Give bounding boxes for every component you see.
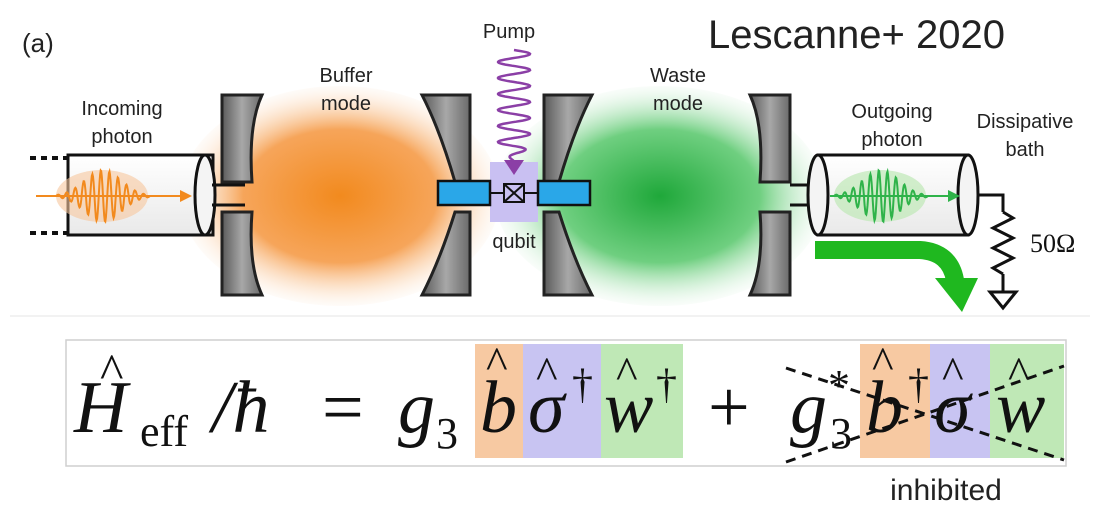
qubit-pad-left [436,179,492,207]
eq-b2-hat: ^ [872,337,894,388]
strike-line-1 [785,366,1065,462]
eq-plus: + [708,367,750,449]
eq-H-hat: ^ [100,343,123,399]
eq-sigma2: σ [934,367,973,449]
leakage-arrow-head [935,278,978,312]
eq-sigma-highlight [523,344,601,458]
josephson-junction-icon [490,183,538,203]
eq-w2-hat: ^ [1008,347,1030,398]
outgoing-photon-wavepacket [830,167,960,225]
bath-label-line1: Dissipative [977,111,1074,133]
incoming-photon-label-line1: Incoming [81,98,162,120]
eq-g3-conj-subscript: 3 [830,409,852,458]
eq-eff-subscript: eff [140,407,188,456]
citation: Lescanne+ 2020 [708,13,1005,57]
resistor-icon [978,193,1017,292]
waste-right-mirror-top [747,93,792,184]
pump-drive [496,48,532,175]
eq-w-hat: ^ [616,347,638,398]
hamiltonian-equation: H ^ eff /ħ = g 3 b ^ σ ^ † w ^ † + g 3 *… [73,337,1045,458]
waste-mode-label-line1: Waste [650,65,706,87]
eq-b-hat: ^ [486,337,508,388]
inhibited-label: inhibited [890,474,1002,507]
eq-sigma-dagger: † [572,362,593,408]
waste-mode-field [495,86,825,306]
incoming-photon-label-line2: photon [91,126,152,148]
incoming-photon-wavepacket [36,167,192,224]
eq-w-dagger: † [656,362,677,408]
eq-w2: w [996,367,1045,449]
eq-equals: = [322,367,364,449]
resistance-label: 50Ω [1030,229,1075,258]
waste-mode-label-line2: mode [653,93,703,115]
buffer-left-mirror-top [220,93,265,184]
eq-b2: b [866,367,903,449]
eq-w-highlight [601,344,683,458]
eq-H: H [73,367,131,449]
strike-line-2 [785,364,1065,464]
buffer-right-mirror-bottom [419,210,472,297]
eq-sigma2-hat: ^ [942,347,964,398]
buffer-mode-label-line2: mode [321,93,371,115]
eq-g3: g [398,367,435,449]
eq-b-highlight [475,344,523,458]
qubit-label: qubit [492,231,536,253]
bath-label-line2: bath [1006,139,1045,161]
waste-left-mirror-bottom [542,210,595,297]
panel-label: (a) [22,28,54,58]
buffer-mode-field [180,86,500,306]
eq-sigma: σ [528,367,567,449]
eq-w: w [604,367,653,449]
eq-sigma-hat: ^ [536,347,558,398]
eq-b: b [480,367,517,449]
pump-label: Pump [483,21,535,43]
ground-icon [986,290,1020,311]
outgoing-photon-label-line2: photon [861,129,922,151]
leakage-arrow [815,241,964,283]
eq-b2-dagger: † [908,362,929,408]
eq-sigma2-highlight [930,344,990,458]
waste-right-mirror-bottom [747,210,792,297]
qubit-pad-right [536,179,592,207]
buffer-left-mirror-bottom [220,210,265,297]
outgoing-photon-label-line1: Outgoing [851,101,932,123]
buffer-mode-label-line1: Buffer [320,65,373,87]
eq-slash-hbar: /ħ [208,367,270,449]
eq-b2-highlight [860,344,930,458]
eq-g3-subscript: 3 [436,409,458,458]
